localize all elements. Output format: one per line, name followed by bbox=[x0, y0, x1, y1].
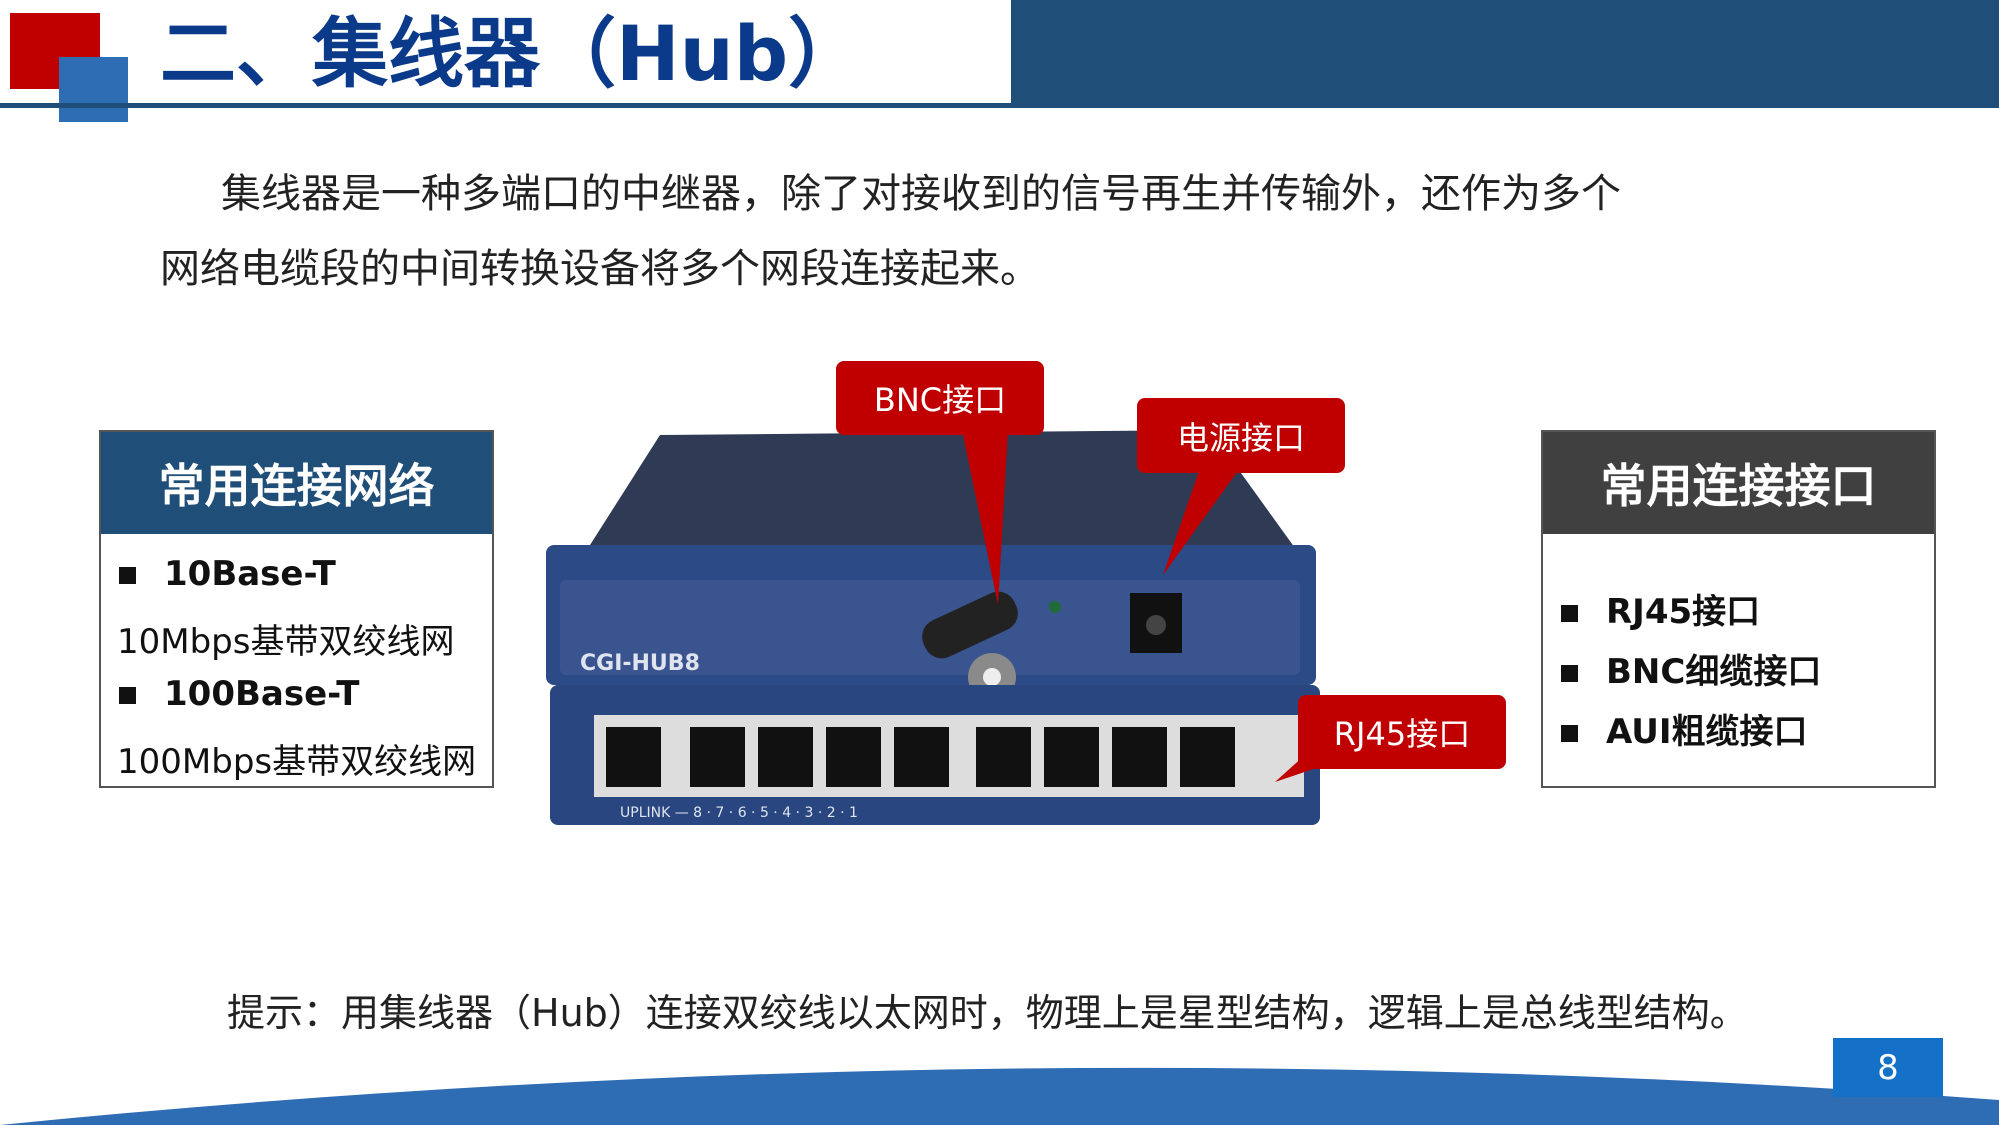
network-name: 100Base-T bbox=[119, 674, 359, 714]
hub-image: CGI-HUB8 UPLINK — 8 · 7 · 6 · 5 · 4 · 3 … bbox=[546, 430, 1320, 825]
svg-text:UPLINK — 8 · 7 · 6 · 5 · 4 · 3: UPLINK — 8 · 7 · 6 · 5 · 4 · 3 · 2 · 1 bbox=[620, 805, 858, 821]
bottom-wave bbox=[0, 1067, 1999, 1125]
decor-blue-square bbox=[59, 57, 128, 122]
intro-line-1: 集线器是一种多端口的中继器，除了对接收到的信号再生并传输外，还作为多个 bbox=[221, 171, 1621, 217]
networks-box-title: 常用连接网络 bbox=[101, 432, 492, 534]
interfaces-box: 常用连接接口 RJ45接口 BNC细缆接口 AUI粗缆接口 bbox=[1541, 430, 1936, 788]
interface-item: BNC细缆接口 bbox=[1561, 644, 1821, 693]
network-name: 10Base-T bbox=[119, 554, 336, 594]
svg-text:CGI-HUB8: CGI-HUB8 bbox=[580, 651, 700, 676]
header-bar bbox=[1011, 0, 1999, 106]
network-desc: 10Mbps基带双绞线网 bbox=[117, 622, 455, 662]
interface-item: RJ45接口 bbox=[1561, 584, 1760, 633]
callout-bnc: BNC接口 bbox=[836, 361, 1044, 435]
network-desc: 100Mbps基带双绞线网 bbox=[117, 742, 477, 782]
led-icon bbox=[1049, 601, 1061, 613]
callout-power: 电源接口 bbox=[1137, 398, 1345, 473]
page-number: 8 bbox=[1833, 1038, 1943, 1097]
slide-title: 二、集线器（Hub） bbox=[160, 9, 865, 98]
hint-text: 提示：用集线器（Hub）连接双绞线以太网时，物理上是星型结构，逻辑上是总线型结构… bbox=[227, 991, 1748, 1035]
intro-line-2: 网络电缆段的中间转换设备将多个网段连接起来。 bbox=[160, 246, 1040, 292]
interfaces-box-title: 常用连接接口 bbox=[1543, 432, 1934, 534]
callout-rj45: RJ45接口 bbox=[1298, 695, 1506, 769]
networks-box: 常用连接网络 10Base-T 10Mbps基带双绞线网 100Base-T 1… bbox=[99, 430, 494, 788]
header-divider bbox=[0, 103, 1999, 108]
interface-item: AUI粗缆接口 bbox=[1561, 704, 1808, 753]
